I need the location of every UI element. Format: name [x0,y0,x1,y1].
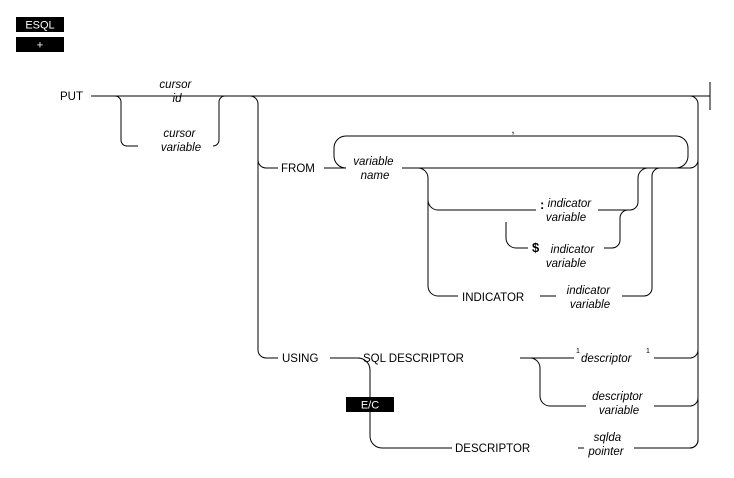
dollar-indicator-term-line1: indicator [551,244,596,256]
dollar-symbol: $ [532,240,540,255]
descriptor-variable-term-line2: variable [599,405,639,417]
plus-badge [16,37,64,52]
indicator-variable-term-line1: indicator [567,285,612,297]
from-keyword: FROM [281,163,315,175]
footnote-marker-left: 1 [576,348,580,355]
put-keyword: PUT [60,91,83,103]
colon-branch-line [427,199,536,211]
sql-descriptor-keyword: SQL DESCRIPTOR [363,353,464,365]
colon-indicator-term-line1: indicator [548,198,593,210]
cursor-variable-term-line2: variable [161,142,201,154]
indicator-branch-line [417,167,458,297]
indicator-keyword: INDICATOR [462,292,524,304]
sqlda-pointer-term: sqlda pointer [587,432,624,458]
footnote-marker-right: 1 [646,348,650,355]
descriptor-variable-term-line1: descriptor [592,391,644,403]
colon-symbol: : [540,197,544,212]
descriptor-branch-line [357,357,452,449]
cursor-choice-lines [91,95,228,147]
colon-indicator-term-line2: variable [546,212,586,224]
indicator-exit-line [622,167,661,297]
cursor-id-term-line2: id [173,93,183,105]
descriptor-term: descriptor [581,353,633,365]
main-line [228,82,711,449]
cursor-variable-term: cursor variable [161,128,201,154]
variable-name-term: variable name [353,156,396,182]
from-branch-line [257,159,278,169]
sqlda-pointer-term-line1: sqlda [594,432,622,444]
repeat-comma: , [511,124,514,136]
dollar-branch-line [505,222,528,249]
indicator-variable-term-line2: variable [570,299,610,311]
descriptor-keyword: DESCRIPTOR [455,443,530,455]
cursor-id-term-line1: cursor [159,79,192,91]
using-keyword: USING [282,353,318,365]
dollar-exit-line [604,209,629,249]
ec-badge-label: E/C [361,400,379,412]
dollar-indicator-term: indicator variable [546,244,597,270]
variable-name-term-line2: name [361,170,390,182]
descriptor-variable-branch-line [529,357,586,407]
colon-indicator-term: indicator variable [546,198,594,224]
plus-badge-label: + [37,40,43,52]
cursor-variable-term-line1: cursor [163,128,196,140]
repeat-loop-line [333,135,689,169]
esql-badge [16,17,64,32]
options-branch-line [249,95,278,359]
ec-badge [346,397,394,412]
cursor-id-term: cursor id [159,79,194,105]
descriptor-variable-term: descriptor variable [592,391,646,417]
indicator-variable-term: indicator variable [567,285,614,311]
variable-name-term-line1: variable [353,156,393,168]
esql-badge-label: ESQL [25,20,54,32]
colon-exit-line [598,167,649,211]
dollar-indicator-term-line2: variable [546,258,586,270]
sqlda-pointer-term-line2: pointer [587,446,624,458]
